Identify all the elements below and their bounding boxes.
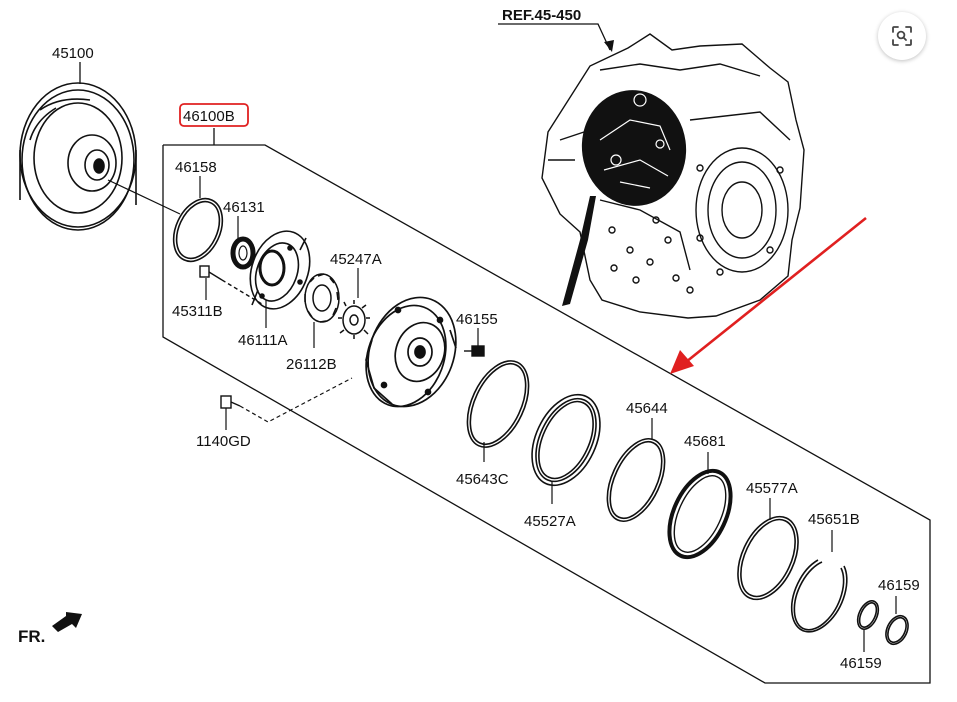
ring-46159-right[interactable] — [882, 612, 913, 648]
ring-46159-left[interactable] — [854, 598, 883, 633]
label-front: FR. — [18, 627, 45, 646]
pump-pointer-wedge — [562, 196, 596, 306]
ring-45644[interactable] — [596, 430, 677, 530]
label-46131: 46131 — [223, 199, 265, 216]
label-45651B: 45651B — [808, 511, 860, 528]
highlight-box-46100B — [179, 103, 249, 127]
label-45100: 45100 — [52, 45, 94, 62]
label-45643C: 45643C — [456, 471, 509, 488]
visual-search-button[interactable] — [878, 12, 926, 60]
label-45527A: 45527A — [524, 513, 576, 530]
red-arrow-line — [685, 216, 867, 364]
leader-converter-to-seal — [107, 179, 181, 215]
label-46111A: 46111A — [238, 332, 288, 349]
gear-26112B[interactable] — [304, 273, 340, 323]
label-45577A: 45577A — [746, 480, 798, 497]
label-45311B: 45311B — [172, 303, 223, 320]
ring-45681[interactable] — [657, 461, 743, 566]
leader-ref-arrowhead — [604, 40, 614, 52]
gear-45247A[interactable] — [338, 300, 370, 339]
bolt-45311B[interactable] — [199, 265, 263, 305]
oil-pump-body[interactable] — [353, 285, 471, 419]
visual-search-icon — [892, 26, 912, 46]
pump-location-highlight — [581, 90, 687, 206]
leader-1140GD-dashed — [239, 377, 353, 423]
label-46155: 46155 — [456, 311, 498, 328]
label-46158: 46158 — [175, 159, 217, 176]
label-46159-bottom: 46159 — [840, 655, 882, 672]
pump-cover-46111A[interactable] — [240, 223, 320, 317]
bolt-1140GD[interactable] — [220, 395, 241, 409]
transmission-housing[interactable] — [541, 33, 805, 319]
housing-detail-lines — [599, 93, 671, 189]
torque-converter-45100[interactable] — [19, 82, 137, 231]
label-1140GD: 1140GD — [196, 433, 251, 450]
snap-ring-45651B[interactable] — [790, 559, 848, 633]
label-45681: 45681 — [684, 433, 726, 450]
front-arrow-icon — [52, 612, 82, 632]
ring-45527A[interactable] — [519, 384, 614, 496]
red-arrow-head — [670, 350, 694, 374]
oil-seal-46131[interactable] — [230, 236, 256, 270]
label-26112B: 26112B — [286, 356, 337, 373]
label-45247A: 45247A — [330, 251, 382, 268]
label-46159-top: 46159 — [878, 577, 920, 594]
leader-ref-45-450 — [498, 23, 611, 51]
assembly-outline — [162, 128, 931, 684]
label-45644: 45644 — [626, 400, 668, 417]
label-ref-45-450: REF.45-450 — [502, 7, 581, 24]
ring-45643C[interactable] — [455, 351, 541, 456]
ring-45577A[interactable] — [726, 507, 810, 609]
label-46100B: 46100B — [183, 108, 235, 125]
plug-46155[interactable] — [464, 345, 485, 357]
seal-ring-46158[interactable] — [164, 191, 232, 269]
